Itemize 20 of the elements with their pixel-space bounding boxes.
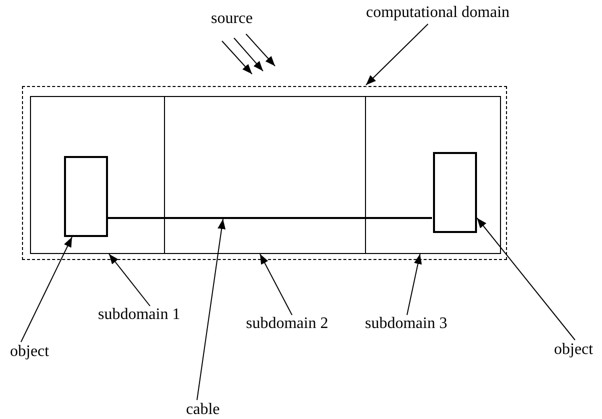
cable-line xyxy=(106,217,432,219)
object-box xyxy=(64,156,108,237)
callout-label: subdomain 2 xyxy=(246,315,328,333)
leader-line xyxy=(108,254,150,306)
callout-label: cable xyxy=(186,401,220,419)
leader-line xyxy=(196,218,226,400)
leader-line xyxy=(406,254,422,316)
source-label: source xyxy=(211,10,253,28)
leader-line xyxy=(260,254,292,316)
callout-label: object xyxy=(554,341,594,359)
object-box xyxy=(433,152,477,233)
callout-label: subdomain 3 xyxy=(365,315,448,333)
dashed-boundary xyxy=(22,86,507,260)
callout-label: computational domain xyxy=(366,4,510,22)
leader-line xyxy=(366,24,428,86)
leader-line xyxy=(20,236,72,342)
leader-line xyxy=(476,218,576,340)
subdomain-region xyxy=(365,96,501,254)
callout-label: subdomain 1 xyxy=(98,306,180,324)
callout-label: object xyxy=(10,343,50,361)
